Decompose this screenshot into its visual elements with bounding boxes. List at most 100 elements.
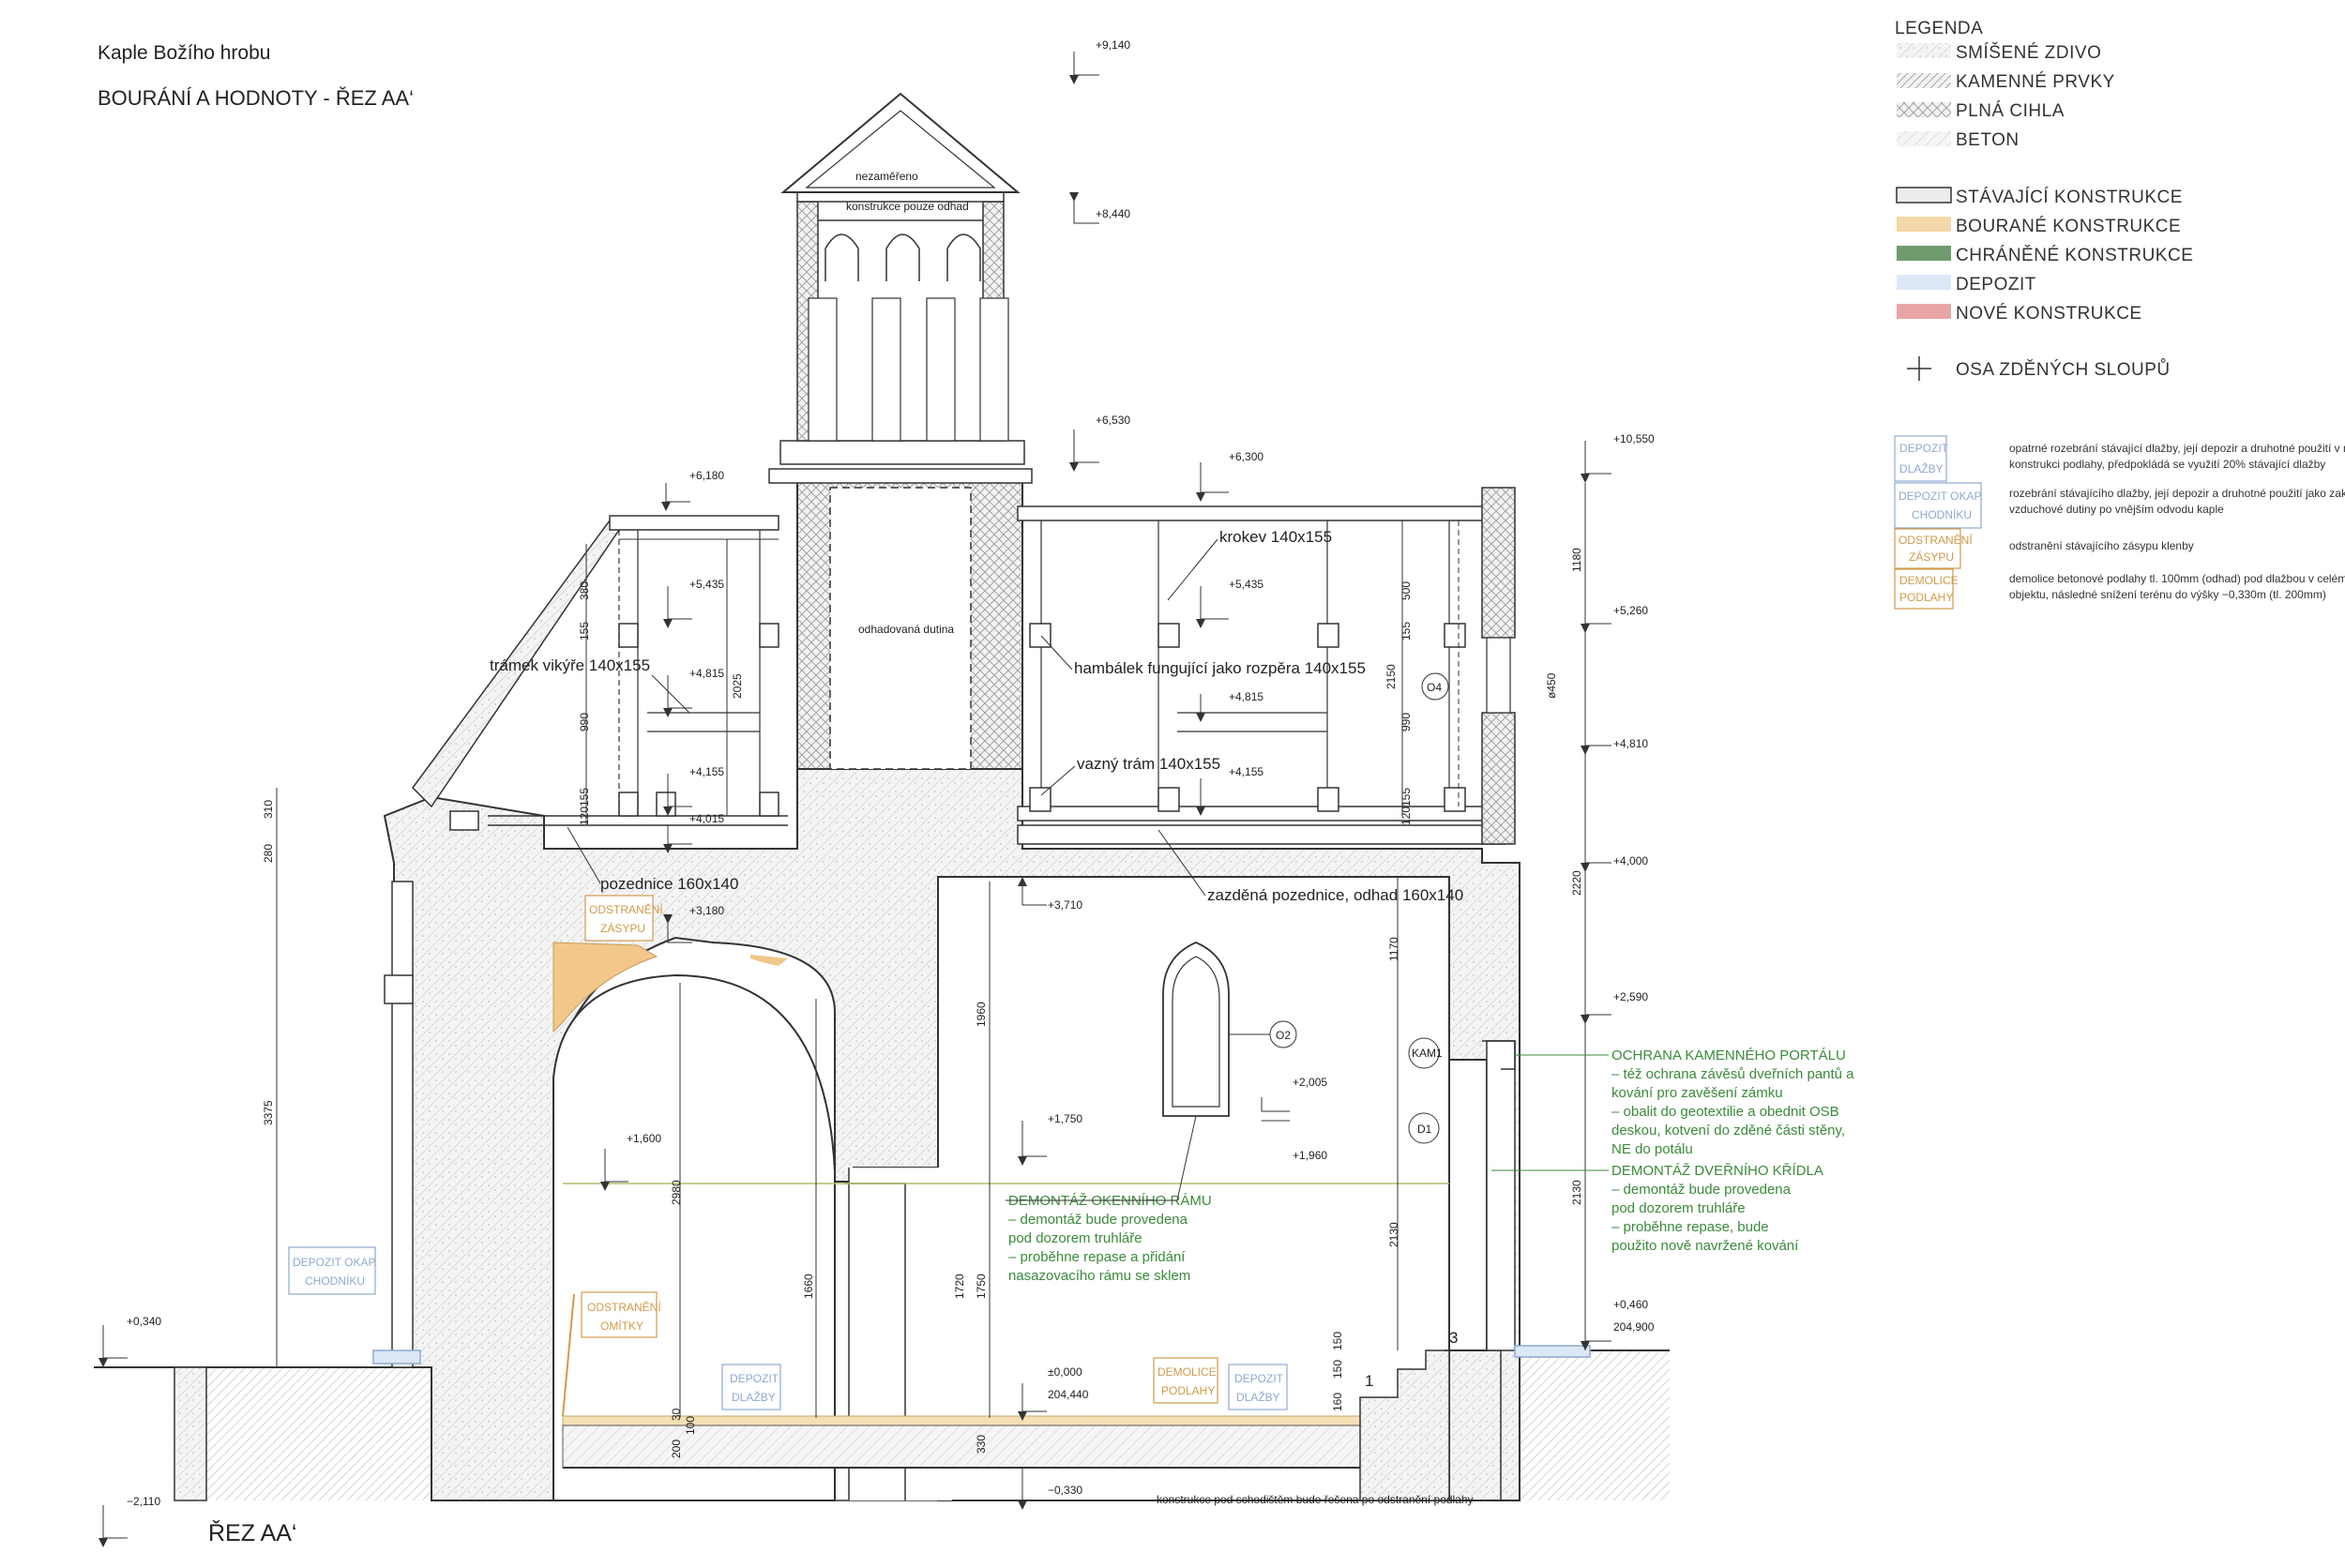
svg-text:380: 380 [578, 581, 591, 600]
svg-text:SMÍŠENÉ ZDIVO: SMÍŠENÉ ZDIVO [1956, 42, 2101, 63]
level-marker: +1,750 [1018, 1112, 1082, 1166]
svg-text:ZÁSYPU: ZÁSYPU [600, 921, 645, 935]
level-marker: +8,440 [1069, 192, 1130, 224]
floor-layers [562, 1183, 1449, 1469]
svg-text:vazný trám 140x155: vazný trám 140x155 [1077, 755, 1220, 773]
level-marker: +2,005+1,960 [1261, 1076, 1327, 1162]
dimension-texts: 380 155 990 120 155 2025 500 155 2150 99… [262, 548, 1583, 1458]
svg-text:zazděná pozednice, odhad 160x1: zazděná pozednice, odhad 160x140 [1207, 886, 1463, 904]
level-marker: +6,180 [661, 469, 724, 511]
note-portal: OCHRANA KAMENNÉHO PORTÁLU – též ochrana … [1515, 1048, 1854, 1157]
svg-text:NE do potálu: NE do potálu [1611, 1141, 1693, 1157]
level-marker: +4,815 [663, 667, 724, 717]
svg-text:DEPOZIT: DEPOZIT [730, 1372, 779, 1385]
svg-text:155: 155 [1399, 622, 1413, 641]
svg-text:990: 990 [578, 713, 591, 731]
svg-text:PODLAHY: PODLAHY [1899, 591, 1953, 604]
svg-text:+5,435: +5,435 [689, 578, 724, 591]
svg-text:120: 120 [578, 807, 591, 825]
level-marker: +2,590 [1581, 987, 1648, 1024]
svg-text:150: 150 [1331, 1360, 1344, 1379]
svg-text:±0,000: ±0,000 [1048, 1365, 1082, 1379]
note-okenni-ram: DEMONTÁŽ OKENNÍHO RÁMU – demontáž bude p… [1006, 1115, 1212, 1284]
bottom-note: konstrukce pod schodištěm bude řešena po… [1157, 1493, 1474, 1506]
svg-text:CHODNÍKU: CHODNÍKU [1912, 507, 1972, 521]
ground [94, 1349, 1670, 1501]
svg-text:– demontáž bude provedena: – demontáž bude provedena [1008, 1212, 1188, 1228]
svg-text:1660: 1660 [802, 1274, 815, 1299]
svg-text:+5,260: +5,260 [1613, 604, 1648, 617]
svg-text:ODSTRANĚNÍ: ODSTRANĚNÍ [587, 1300, 661, 1314]
svg-text:+4,155: +4,155 [689, 765, 724, 778]
level-marker: −0,330 [1018, 1468, 1082, 1510]
svg-text:rozebrání stávajícího dlažby,: rozebrání stávajícího dlažby, její depoz… [2009, 487, 2345, 500]
svg-text:LEGENDA: LEGENDA [1895, 19, 1983, 38]
svg-text:DLAŽBY: DLAŽBY [732, 1390, 776, 1404]
svg-text:opatrné rozebrání stávající dl: opatrné rozebrání stávající dlažby, její… [2009, 442, 2345, 455]
dimension-lines [276, 483, 1586, 1418]
level-marker: +4,000 [1581, 833, 1648, 872]
roof-right [1017, 487, 1516, 845]
svg-text:pozednice 160x140: pozednice 160x140 [600, 875, 738, 893]
level-marker: +4,815 [1196, 690, 1263, 722]
svg-text:NOVÉ KONSTRUKCE: NOVÉ KONSTRUKCE [1956, 304, 2142, 324]
level-marker: +3,180 [663, 904, 724, 943]
svg-text:155: 155 [578, 622, 591, 641]
svg-text:odstranění stávajícího zásypu: odstranění stávajícího zásypu klenby [2009, 539, 2194, 552]
svg-text:+2,005: +2,005 [1293, 1076, 1327, 1089]
notes: DEPOZIT DLAŽBY opatrné rozebrání stávají… [1894, 435, 2345, 610]
svg-text:demolice betonové podlahy tl.: demolice betonové podlahy tl. 100mm (odh… [2009, 572, 2345, 585]
svg-text:D1: D1 [1417, 1123, 1432, 1136]
svg-text:+4,015: +4,015 [689, 812, 724, 825]
svg-text:3375: 3375 [262, 1100, 275, 1125]
svg-text:KAM1: KAM1 [1412, 1047, 1443, 1060]
svg-text:2130: 2130 [1570, 1180, 1583, 1205]
element-tags: O2 O4 KAM1 D1 1 3 ø450 [1229, 672, 1558, 1390]
svg-text:– proběhne repase a přidání: – proběhne repase a přidání [1008, 1249, 1186, 1265]
tag-odstraneni-zasypu: ODSTRANĚNÍ ZÁSYPU [584, 895, 663, 942]
svg-text:použito nově navržené kování: použito nově navržené kování [1611, 1238, 1799, 1254]
svg-text:DEMOLICE: DEMOLICE [1899, 574, 1959, 587]
svg-text:2980: 2980 [670, 1180, 683, 1205]
project-name: Kaple Božího hrobu [98, 42, 270, 64]
svg-text:+3,180: +3,180 [689, 904, 724, 917]
svg-text:2220: 2220 [1570, 870, 1583, 896]
level-marker: +6,300 [1196, 450, 1263, 502]
svg-text:– obalit do geotextilie a obed: – obalit do geotextilie a obednit OSB [1611, 1104, 1839, 1120]
svg-text:PODLAHY: PODLAHY [1161, 1384, 1215, 1397]
svg-text:−2,110: −2,110 [127, 1495, 160, 1508]
svg-text:+0,340: +0,340 [127, 1315, 161, 1328]
svg-text:KAMENNÉ PRVKY: KAMENNÉ PRVKY [1956, 72, 2115, 92]
level-marker: +5,260 [1581, 600, 1648, 633]
svg-text:2130: 2130 [1387, 1222, 1400, 1247]
tag-demolice-podlahy: DEMOLICE PODLAHY [1153, 1357, 1218, 1404]
section-label: ŘEZ AA‘ [208, 1519, 296, 1546]
level-marker: +10,550 [1581, 432, 1655, 483]
portal [1482, 1040, 1591, 1358]
bell-tower [768, 92, 1033, 770]
tag-odstraneni-omitky: ODSTRANĚNÍ OMÍTKY [562, 1291, 661, 1417]
svg-text:+2,590: +2,590 [1613, 990, 1648, 1003]
svg-text:krokev 140x155: krokev 140x155 [1219, 528, 1332, 546]
svg-text:+6,180: +6,180 [689, 469, 724, 482]
level-marker: +6,530 [1069, 414, 1130, 472]
svg-text:204,900: 204,900 [1613, 1320, 1655, 1334]
level-marker: +4,015 [663, 812, 724, 853]
svg-text:– proběhne repase, bude: – proběhne repase, bude [1611, 1219, 1769, 1235]
tag-depozit-dlazby-2: DEPOZIT DLAŽBY [1228, 1364, 1288, 1410]
svg-text:BOURANÉ KONSTRUKCE: BOURANÉ KONSTRUKCE [1956, 217, 2181, 236]
level-marker: +4,155 [663, 765, 724, 816]
tag-depozit-dlazby-1: DEPOZIT DLAŽBY [721, 1364, 781, 1410]
svg-text:– demontáž bude provedena: – demontáž bude provedena [1611, 1182, 1792, 1198]
svg-text:DLAŽBY: DLAŽBY [1899, 461, 1944, 475]
svg-text:1180: 1180 [1570, 548, 1583, 572]
annotations: trámek vikýře 140x155 pozednice 160x140 … [490, 528, 1463, 904]
svg-text:pod dozorem truhláře: pod dozorem truhláře [1008, 1230, 1142, 1246]
svg-text:+4,155: +4,155 [1229, 765, 1263, 778]
svg-text:CHRÁNĚNÉ KONSTRUKCE: CHRÁNĚNÉ KONSTRUKCE [1956, 245, 2193, 265]
svg-text:+10,550: +10,550 [1613, 432, 1655, 445]
svg-text:330: 330 [975, 1435, 988, 1454]
svg-text:3: 3 [1449, 1329, 1458, 1347]
svg-text:ø450: ø450 [1545, 672, 1558, 699]
svg-text:kování pro zavěšení zámku: kování pro zavěšení zámku [1611, 1085, 1783, 1101]
